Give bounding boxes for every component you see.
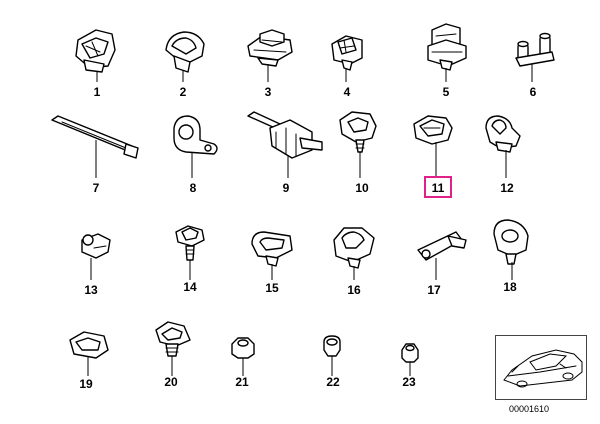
part-21-drawing[interactable]	[231, 337, 255, 376]
part-12-drawing[interactable]	[485, 115, 521, 178]
part-label-2[interactable]: 2	[179, 85, 187, 99]
diagram-code: 00001610	[509, 404, 550, 414]
highlight-box	[424, 176, 452, 198]
part-16-drawing[interactable]	[333, 227, 375, 280]
part-label-3[interactable]: 3	[264, 85, 272, 99]
part-label-23[interactable]: 23	[402, 375, 416, 389]
part-label-8[interactable]: 8	[189, 181, 197, 195]
part-label-14[interactable]: 14	[183, 280, 197, 294]
part-5-drawing[interactable]	[427, 23, 467, 82]
part-18-drawing[interactable]	[493, 219, 529, 280]
part-label-6[interactable]: 6	[529, 85, 537, 99]
part-label-19[interactable]: 19	[79, 377, 93, 391]
part-label-5[interactable]: 5	[442, 85, 450, 99]
part-7-drawing[interactable]	[51, 115, 139, 178]
part-label-17[interactable]: 17	[427, 283, 441, 297]
part-11-drawing[interactable]	[413, 115, 453, 176]
part-label-20[interactable]: 20	[164, 375, 178, 389]
part-label-22[interactable]: 22	[326, 375, 340, 389]
part-label-13[interactable]: 13	[84, 283, 98, 297]
part-label-9[interactable]: 9	[282, 181, 290, 195]
part-3-drawing[interactable]	[247, 29, 293, 82]
part-13-drawing[interactable]	[81, 233, 111, 280]
part-label-11[interactable]: 11	[431, 181, 445, 195]
part-2-drawing[interactable]	[165, 31, 205, 82]
part-label-4[interactable]: 4	[343, 85, 351, 99]
part-label-18[interactable]: 18	[503, 280, 517, 294]
part-20-drawing[interactable]	[155, 321, 191, 376]
part-label-16[interactable]: 16	[347, 283, 361, 297]
part-6-drawing[interactable]	[515, 32, 555, 83]
car-location-thumbnail	[495, 335, 587, 400]
part-19-drawing[interactable]	[69, 331, 109, 376]
part-4-drawing[interactable]	[331, 35, 363, 82]
part-label-1[interactable]: 1	[93, 85, 101, 99]
part-9-drawing[interactable]	[247, 111, 323, 178]
part-17-drawing[interactable]	[417, 231, 467, 280]
part-label-21[interactable]: 21	[235, 375, 249, 389]
part-label-15[interactable]: 15	[265, 281, 279, 295]
car-thumbnail-drawing	[503, 349, 583, 388]
part-14-drawing[interactable]	[175, 225, 205, 280]
part-label-10[interactable]: 10	[355, 181, 369, 195]
part-8-drawing[interactable]	[173, 115, 218, 178]
part-15-drawing[interactable]	[251, 231, 293, 280]
part-22-drawing[interactable]	[323, 335, 341, 376]
part-label-12[interactable]: 12	[500, 181, 514, 195]
part-10-drawing[interactable]	[339, 111, 377, 178]
part-1-drawing[interactable]	[75, 29, 116, 82]
part-23-drawing[interactable]	[401, 343, 419, 376]
part-label-7[interactable]: 7	[92, 181, 100, 195]
